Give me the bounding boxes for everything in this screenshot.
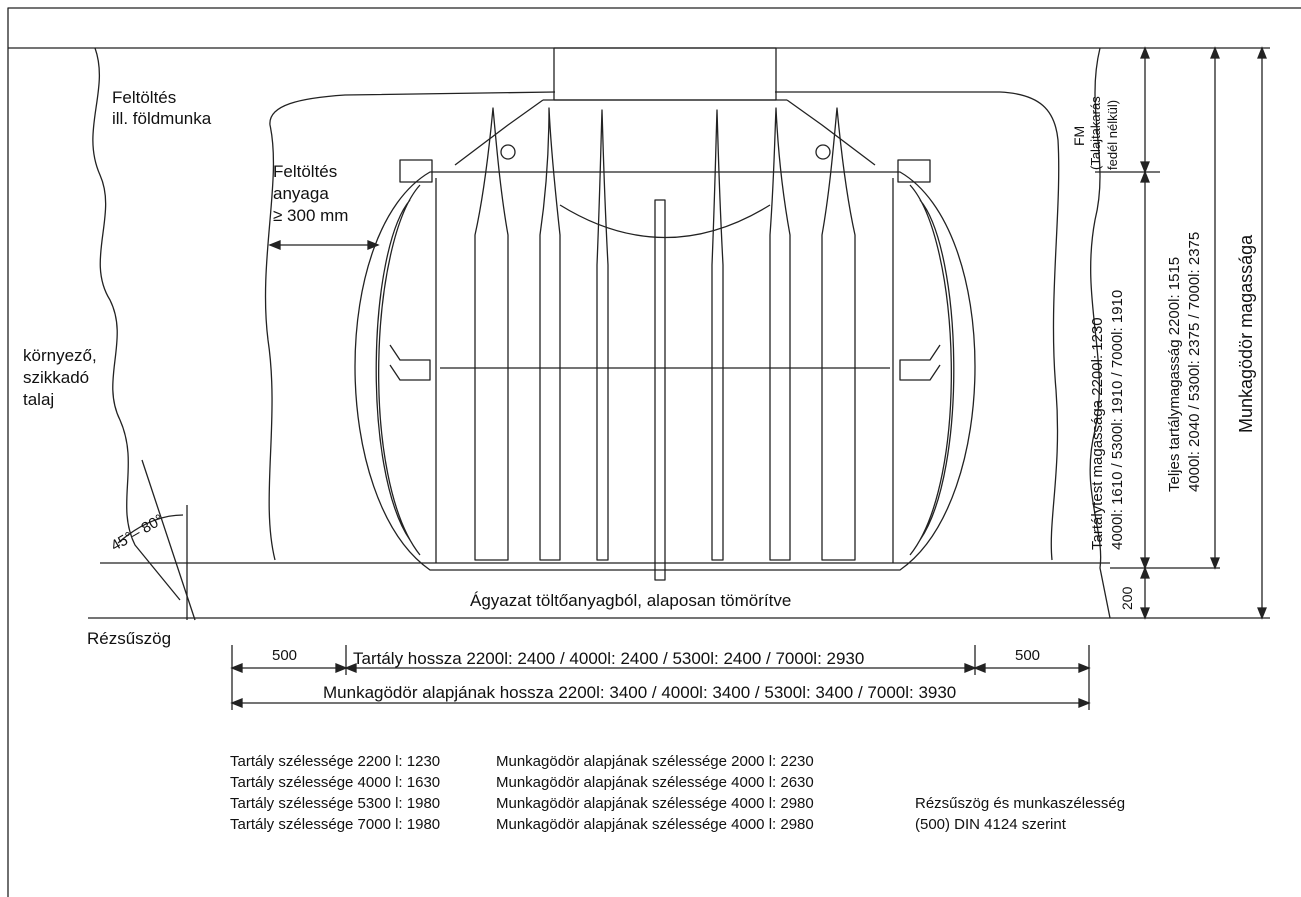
list-item: Munkagödör alapjának szélessége 4000 l: … <box>496 774 814 791</box>
list-item: Tartály szélessége 4000 l: 1630 <box>230 774 441 791</box>
din-note: Rézsűszög és munkaszélesség (500) DIN 41… <box>915 795 1126 833</box>
end-cap-right <box>909 184 955 556</box>
list-item: Munkagödör alapjának szélessége 4000 l: … <box>496 795 814 812</box>
tank-neck <box>553 47 777 101</box>
rib-6 <box>821 107 856 561</box>
bedding-label: Ágyazat töltőanyagból, alaposan tömörítv… <box>470 591 792 610</box>
body-height-label: Tartálytest magassága 2200l: 1230 4000l:… <box>1089 289 1126 550</box>
rib-1 <box>474 107 509 561</box>
fm-label: FM <box>1071 125 1087 146</box>
pit-height-label: Munkagödör magassága <box>1236 234 1256 433</box>
excavation-wall-left <box>92 47 181 601</box>
center-divider <box>654 199 666 581</box>
trench-inner-wall-right <box>775 91 1060 561</box>
rib-5 <box>769 107 791 561</box>
list-item: Munkagödör alapjának szélessége 4000 l: … <box>496 816 814 833</box>
fill-region-label: Feltöltés ill. földmunka <box>112 88 212 128</box>
tank-width-list: Tartály szélessége 2200 l: 1230 Tartály … <box>230 751 440 835</box>
angle-arc <box>117 514 184 544</box>
tank-body <box>354 171 976 571</box>
dim-500-left-label: 500 <box>272 647 298 664</box>
list-item: Tartály szélessége 7000 l: 1980 <box>230 816 441 833</box>
slope-line <box>141 459 196 621</box>
list-item: Tartály szélessége 5300 l: 1980 <box>230 795 441 812</box>
trench-inner-wall-left <box>264 91 556 561</box>
pit-width-list: Munkagödör alapjának szélessége 2000 l: … <box>496 751 814 835</box>
pit-length-label: Munkagödör alapjának hossza 2200l: 3400 … <box>323 683 957 702</box>
fm-note-label: (Talajtakarás fedél nélkül) <box>1088 96 1120 170</box>
list-item: Tartály szélessége 2200 l: 1230 <box>230 753 441 770</box>
rib-2 <box>539 107 561 561</box>
total-height-label: Teljes tartálymagasság 2200l: 1515 4000l… <box>1166 231 1203 492</box>
dim-200-label: 200 <box>1119 586 1135 610</box>
rib-4 <box>711 109 724 561</box>
end-arrow-right <box>899 344 941 381</box>
lifting-eye-left <box>500 144 516 160</box>
tank-length-label: Tartály hossza 2200l: 2400 / 4000l: 2400… <box>353 649 865 668</box>
soil-label: környező, szikkadó talaj <box>23 346 97 409</box>
fill-material-label: Feltöltés anyaga ≥ 300 mm <box>273 162 349 225</box>
end-cap-left <box>375 184 421 556</box>
dim-500-right-label: 500 <box>1015 647 1041 664</box>
page-border <box>7 7 1301 897</box>
flange-left <box>399 159 433 183</box>
end-arrow-left <box>389 344 431 381</box>
list-item: Munkagödör alapjának szélessége 2000 l: … <box>496 753 814 770</box>
excavation-wall-right <box>1089 47 1111 619</box>
flange-right <box>897 159 931 183</box>
slope-angle-label: Rézsűszög <box>87 629 172 648</box>
lifting-eye-right <box>815 144 831 160</box>
tank-dome <box>454 99 876 166</box>
rib-3 <box>596 109 609 561</box>
